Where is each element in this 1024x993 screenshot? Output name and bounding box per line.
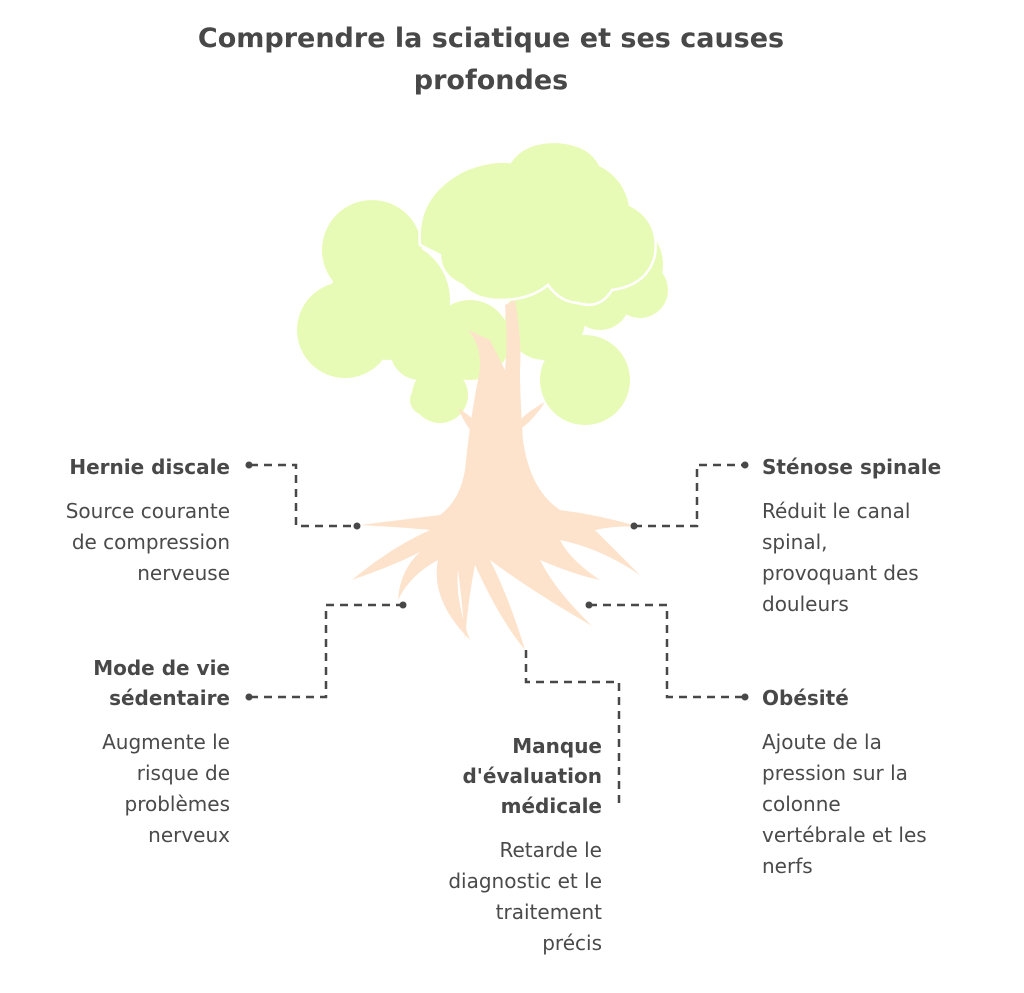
connector-dot — [630, 522, 638, 530]
cause-description: Ajoute de la pression sur la colonne ver… — [762, 730, 927, 878]
tree-crown-icon — [418, 140, 657, 307]
cause-mode-de-vie-sedentaire: Mode de vie sédentaire Augmente le risqu… — [10, 653, 230, 851]
connector-stenose — [634, 463, 745, 528]
title-line-1: Comprendre la sciatique et ses causes — [197, 23, 785, 54]
cause-manque-evaluation-medicale: Manque d'évaluation médicale Retarde le … — [362, 731, 602, 959]
connector-dot — [245, 461, 253, 469]
connector-dot — [245, 693, 253, 701]
cause-heading: Obésité — [762, 686, 849, 710]
connector-dot — [741, 461, 749, 469]
title-line-2: profondes — [413, 65, 569, 96]
cause-heading: Sténose spinale — [762, 455, 942, 479]
cause-heading: Hernie discale — [69, 455, 230, 479]
cause-heading: Manque d'évaluation médicale — [462, 734, 602, 818]
connector-dot — [353, 522, 361, 530]
connector-hernie — [250, 463, 357, 528]
cause-stenose-spinale: Sténose spinale Réduit le canal spinal, … — [762, 452, 1002, 620]
connector-sedentaire — [250, 603, 403, 699]
connector-dot — [741, 693, 749, 701]
cause-description: Réduit le canal spinal, provoquant des d… — [762, 499, 919, 616]
cause-description: Augmente le risque de problèmes nerveux — [102, 730, 230, 847]
cause-obesite: Obésité Ajoute de la pression sur la col… — [762, 683, 1002, 882]
connector-dot — [585, 601, 593, 609]
tree-trunk-icon — [352, 300, 640, 650]
connector-dot — [399, 601, 407, 609]
page-title: Comprendre la sciatique et ses causes pr… — [0, 18, 982, 102]
cause-description: Source courante de compression nerveuse — [65, 499, 230, 585]
cause-hernie-discale: Hernie discale Source courante de compre… — [10, 452, 230, 589]
connector-evaluation — [524, 650, 621, 806]
cause-heading: Mode de vie sédentaire — [93, 656, 230, 710]
cause-description: Retarde le diagnostic et le traitement p… — [448, 838, 602, 955]
